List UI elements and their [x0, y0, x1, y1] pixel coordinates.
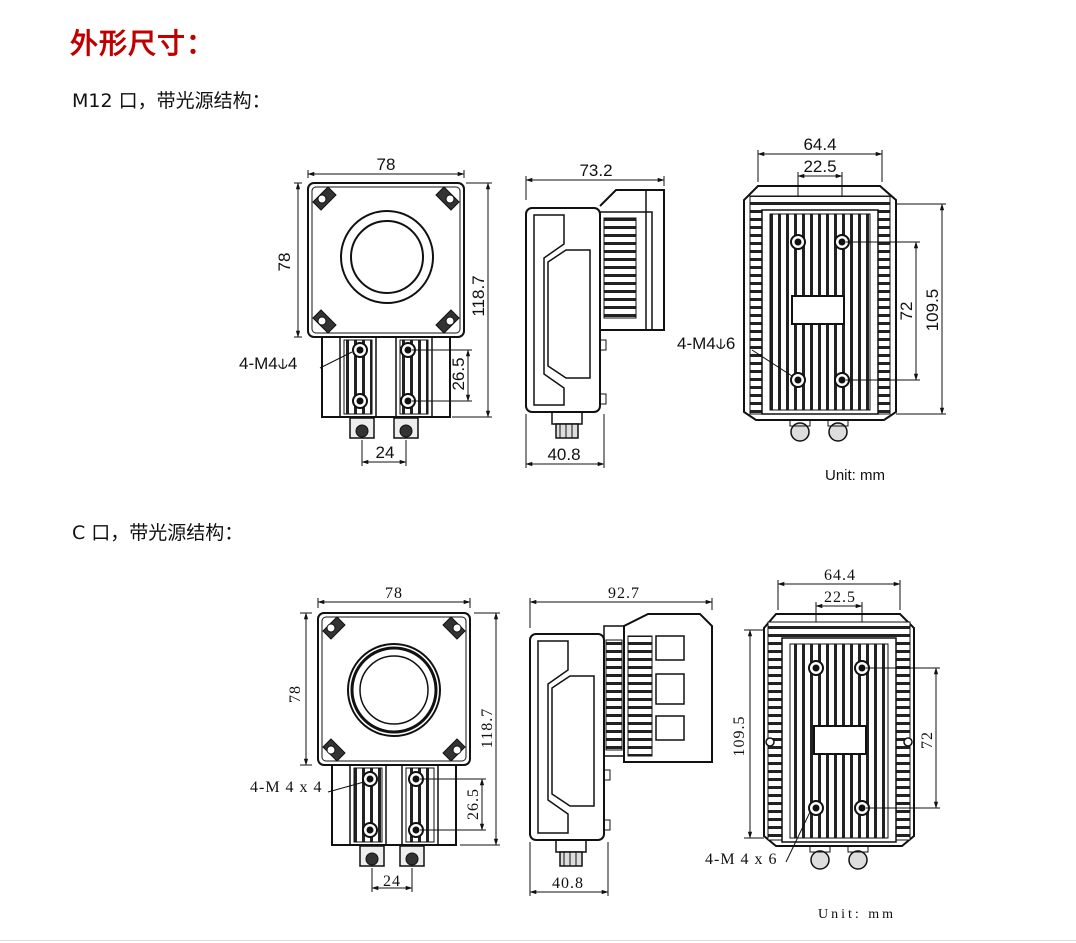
c-front-connector-spacing-label: 24	[383, 873, 401, 890]
m12-back-hole-spacing-y-label: 72	[897, 302, 916, 321]
c-back-hole-spacing-y-label: 72	[919, 731, 936, 749]
section-heading-c-mount: C 口，带光源结构：	[72, 522, 244, 544]
c-back-holes-label: 4-M 4 x 6	[705, 851, 778, 868]
c-side-dimensions	[529, 598, 713, 896]
m12-front-width-label: 78	[377, 155, 396, 174]
c-back-height-label: 109.5	[731, 716, 748, 757]
m12-back-holes-label: 4-M4⫝6	[677, 334, 735, 353]
m12-front-bracket-label: 26.5	[449, 357, 468, 390]
m12-side-view	[525, 189, 665, 439]
c-back-view	[763, 613, 915, 870]
m12-front-view	[307, 182, 465, 439]
m12-front-connector-spacing-label: 24	[376, 443, 395, 462]
m12-back-view	[743, 185, 897, 442]
c-front-total-height-label: 118.7	[479, 708, 496, 748]
c-side-depth-label: 92.7	[608, 585, 640, 602]
c-side-base-label: 40.8	[552, 875, 584, 892]
m12-front-dimensions	[294, 170, 492, 466]
c-back-dimensions	[744, 580, 940, 863]
m12-back-hole-spacing-x-label: 22.5	[803, 157, 836, 176]
m12-back-height-label: 109.5	[923, 289, 942, 332]
m12-back-dimensions	[751, 150, 946, 415]
m12-front-holes-label: 4-M4⫝4	[239, 354, 297, 373]
c-front-bracket-label: 26.5	[465, 788, 482, 820]
m12-side-base-label: 40.8	[547, 445, 580, 464]
m12-front-total-height-label: 118.7	[469, 275, 488, 316]
c-back-width-label: 64.4	[824, 567, 856, 584]
c-back-hole-spacing-x-label: 22.5	[824, 589, 856, 606]
page-title: 外形尺寸：	[70, 27, 216, 60]
page-divider	[0, 940, 1076, 941]
section-heading-m12: M12 口，带光源结构：	[72, 90, 271, 112]
c-unit-label: Unit: mm	[818, 907, 896, 922]
c-side-view	[529, 613, 713, 867]
m12-side-dimensions	[525, 176, 665, 468]
m12-side-depth-label: 73.2	[579, 161, 612, 180]
m12-back-width-label: 64.4	[803, 135, 836, 154]
c-front-view	[317, 612, 471, 867]
c-front-dimensions	[300, 598, 500, 892]
c-front-height-label: 78	[287, 685, 304, 703]
m12-unit-label: Unit: mm	[825, 467, 885, 484]
c-front-width-label: 78	[385, 585, 403, 602]
c-front-holes-label: 4-M 4 x 4	[250, 779, 323, 796]
m12-front-height-label: 78	[275, 253, 294, 272]
